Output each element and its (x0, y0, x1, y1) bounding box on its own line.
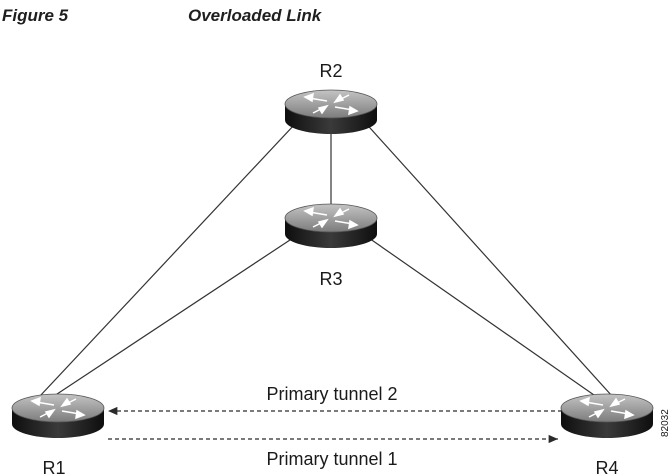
router-r2-icon (284, 89, 378, 135)
primary-tunnel-2-label: Primary tunnel 2 (266, 384, 397, 404)
router-r3-icon (284, 203, 378, 249)
figure-side-id: 82032 (660, 409, 671, 437)
link-r1-r3 (47, 235, 297, 401)
router-r1-icon (11, 393, 105, 439)
figure-title: Overloaded Link (188, 6, 322, 25)
router-r2-label: R2 (319, 61, 342, 81)
router-r4-label: R4 (595, 458, 618, 476)
router-r3-label: R3 (319, 269, 342, 289)
router-r4-icon (560, 393, 654, 439)
link-r1-r2 (39, 107, 311, 397)
link-r2-r4 (351, 107, 613, 397)
router-r1-label: R1 (42, 458, 65, 476)
figure-number: Figure 5 (2, 6, 69, 25)
link-r3-r4 (365, 235, 605, 403)
primary-tunnel-1-label: Primary tunnel 1 (266, 449, 397, 469)
